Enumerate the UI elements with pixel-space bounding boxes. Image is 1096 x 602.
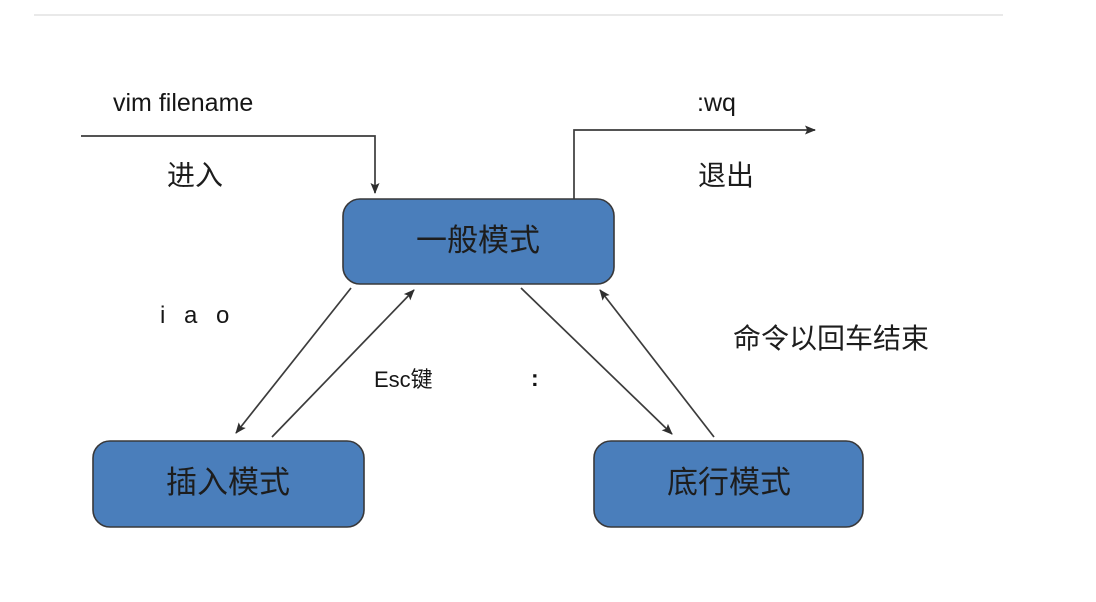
label-command-enter: 命令以回车结束 xyxy=(733,323,929,355)
label-wq: :wq xyxy=(697,89,736,117)
label-exit: 退出 xyxy=(698,160,754,192)
label-iao: i a o xyxy=(160,302,235,329)
node-insert-mode[interactable]: 插入模式 xyxy=(92,440,365,528)
top-divider xyxy=(34,14,1003,16)
label-vim-filename: vim filename xyxy=(113,89,253,117)
edge-normal-to-insert xyxy=(235,287,352,434)
label-colon: : xyxy=(531,365,539,391)
insert-mode-box[interactable] xyxy=(92,440,365,528)
normal-mode-label: 一般模式 xyxy=(416,223,540,258)
lastline-mode-label: 底行模式 xyxy=(667,465,791,500)
lastline-mode-box[interactable] xyxy=(593,440,864,528)
label-enter: 进入 xyxy=(167,161,223,192)
edge-normal-to-lastline xyxy=(520,287,673,435)
node-lastline-mode[interactable]: 底行模式 xyxy=(593,440,864,528)
node-normal-mode[interactable]: 一般模式 xyxy=(342,198,615,285)
insert-mode-label: 插入模式 xyxy=(166,465,290,500)
edge-lastline-to-normal xyxy=(599,289,715,438)
edge-enter-vim xyxy=(81,135,380,194)
normal-mode-box[interactable] xyxy=(342,198,615,285)
edge-exit-vim xyxy=(573,125,816,199)
edge-insert-to-normal xyxy=(271,289,415,438)
label-esc-key: Esc键 xyxy=(374,367,433,392)
